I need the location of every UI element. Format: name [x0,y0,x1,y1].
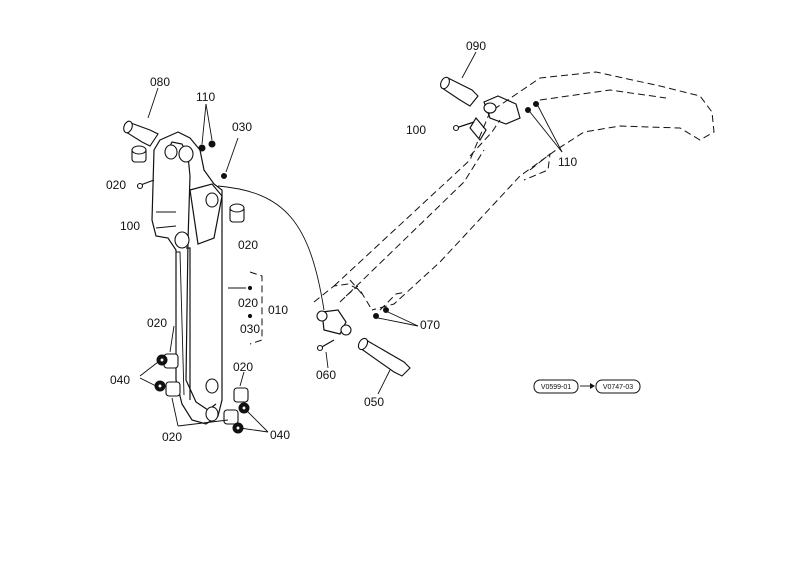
boom-drawing [313,71,715,336]
bolts-070 [373,307,419,327]
label-110-top: 110 [196,90,215,104]
label-050: 050 [364,395,384,409]
pin-090 [440,76,479,107]
bolt-100-left [136,179,155,190]
label-040-left: 040 [110,373,130,387]
label-020-lower-left: 020 [147,316,167,330]
label-020-bottom: 020 [162,430,182,444]
lower-parts-right [223,387,250,434]
label-090: 090 [466,39,486,53]
hose-line [217,185,325,311]
part-labels: 080 110 030 020 100 020 020 010 030 020 … [106,39,577,444]
label-020-top-left: 020 [106,178,126,192]
label-110-right: 110 [558,155,577,169]
serial-range-stamp: V0599-01 V0747-03 [533,379,641,394]
label-020-mid: 020 [238,238,258,252]
label-070: 070 [420,318,440,332]
leader-080 [147,87,159,119]
grease-fitting-030 [221,137,239,179]
serial-from: V0599-01 [541,384,571,391]
bracket-010 [249,271,263,345]
label-020-arm: 020 [238,296,258,310]
bolt-060 [316,339,335,352]
label-100-top: 100 [406,123,426,137]
label-030-top: 030 [232,120,252,134]
pin-050 [357,337,411,377]
arrow-right-icon [590,383,595,389]
bolts-110-top [198,103,216,152]
label-030-arm: 030 [240,322,260,336]
pin-080 [123,120,159,147]
label-080: 080 [150,75,170,89]
label-060: 060 [316,368,336,382]
label-020-lower-right: 020 [233,360,253,374]
bushing-020-top [131,145,147,163]
lower-parts-left [154,353,181,397]
bolt-100-top [452,121,475,132]
label-010: 010 [268,303,288,317]
label-100-left: 100 [120,219,140,233]
arm-drawing [151,131,223,425]
serial-to: V0747-03 [603,384,633,391]
label-040-right: 040 [270,428,290,442]
bushing-020-mid [229,203,245,223]
bolts-110-right [525,101,563,153]
